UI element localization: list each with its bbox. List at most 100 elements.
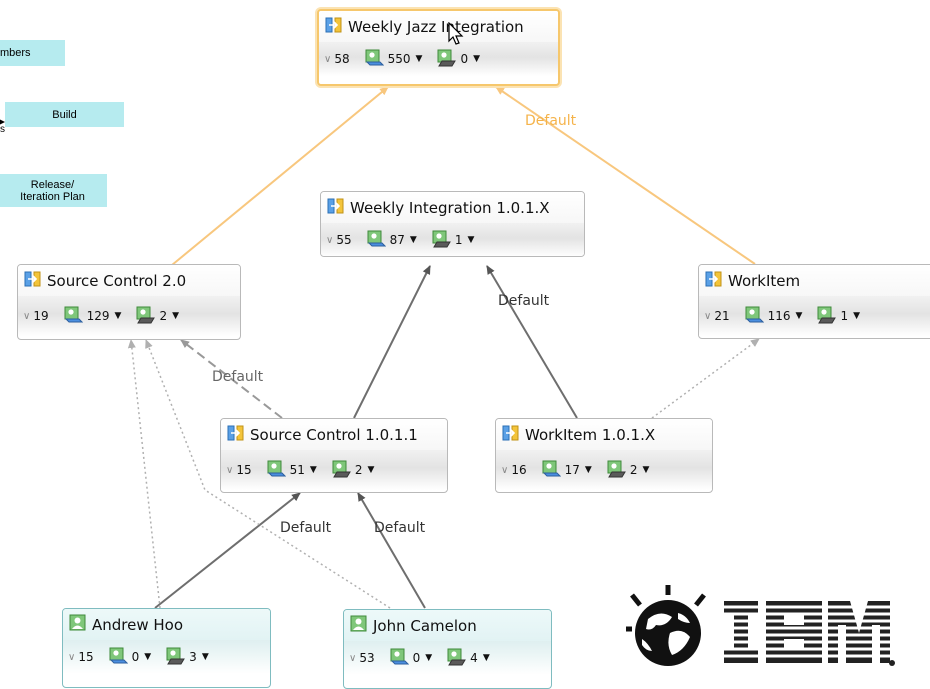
outgoing-changes-button[interactable]: 2▼: [606, 460, 650, 481]
incoming-changes-button[interactable]: 51 ▼: [266, 460, 317, 481]
incoming-changes-button[interactable]: 129 ▼: [63, 306, 122, 327]
outgoing-changes-icon: [436, 49, 457, 70]
dropdown-arrow-icon[interactable]: ▼: [309, 465, 317, 475]
outgoing-count: 2: [159, 309, 168, 323]
dropdown-arrow-icon[interactable]: ▼: [172, 311, 179, 321]
dropdown-arrow-icon[interactable]: ▼: [853, 311, 860, 321]
dropdown-arrow-icon[interactable]: ▼: [201, 652, 209, 662]
legend-release-plan-label: Release/ Iteration Plan: [20, 178, 85, 203]
incoming-changes-icon: [364, 49, 384, 70]
outgoing-changes-button[interactable]: 2▼: [331, 460, 375, 481]
stream-icon: [327, 197, 345, 219]
incoming-changes-button[interactable]: 550▼: [364, 49, 423, 70]
ibm-logo: [624, 585, 896, 674]
edge-label-john-to-sc1011: Default: [374, 520, 426, 536]
outgoing-changes-button[interactable]: 1▼: [816, 306, 860, 327]
legend-fragment: s: [0, 124, 5, 135]
incoming-changes-icon: [63, 306, 83, 327]
node-count: 16: [511, 463, 527, 477]
node-weekly-jazz-integration[interactable]: Weekly Jazz Integration ∨58 550▼ 0▼: [317, 9, 560, 86]
node-workitem[interactable]: WorkItem ∨21 116▼ 1▼: [698, 264, 930, 339]
chevron-collapse-icon[interactable]: ∨: [226, 464, 234, 476]
outgoing-changes-icon: [446, 648, 467, 669]
outgoing-count: 4: [470, 651, 478, 665]
outgoing-changes-icon: [331, 460, 351, 481]
dropdown-arrow-icon[interactable]: ▼: [473, 54, 480, 64]
node-title: WorkItem: [728, 271, 801, 290]
stream-icon: [24, 270, 42, 292]
incoming-changes-icon: [108, 647, 128, 668]
edge-sc1011-to-sc20: [180, 339, 283, 419]
dropdown-arrow-icon[interactable]: ▼: [795, 311, 803, 321]
incoming-changes-button[interactable]: 0▼: [108, 647, 152, 668]
dropdown-arrow-icon[interactable]: ▼: [367, 465, 375, 475]
incoming-count: 51: [289, 463, 305, 477]
outgoing-changes-icon: [135, 306, 156, 327]
dropdown-arrow-icon[interactable]: ▼: [409, 235, 417, 245]
edge-andrew-to-sc20: [127, 339, 161, 609]
legend-arrow-icon: [0, 110, 5, 125]
edge-sc20-to-jazz: [171, 86, 389, 266]
edge-john-to-sc20: [145, 339, 391, 609]
outgoing-changes-button[interactable]: 0▼: [436, 49, 480, 70]
dropdown-arrow-icon[interactable]: ▼: [144, 652, 152, 662]
edge-label-sc1011-to-sc20: Default: [212, 369, 264, 385]
edge-workitem-to-jazz: [495, 86, 756, 265]
dropdown-arrow-icon[interactable]: ▼: [415, 54, 423, 64]
chevron-collapse-icon[interactable]: ∨: [68, 651, 76, 663]
outgoing-count: 2: [354, 463, 363, 477]
outgoing-count: 3: [189, 650, 197, 664]
outgoing-changes-button[interactable]: 1▼: [431, 230, 475, 251]
edge-label-workitem101x-to-weekly: Default: [498, 293, 550, 309]
incoming-changes-icon: [389, 648, 409, 669]
node-weekly-integration-101x[interactable]: Weekly Integration 1.0.1.X ∨55 87▼ 1▼: [320, 191, 585, 257]
outgoing-changes-icon: [165, 647, 186, 668]
edge-workitem101x-to-weekly: [486, 265, 578, 419]
legend-members-label: mbers: [0, 47, 31, 59]
incoming-changes-button[interactable]: 0▼: [389, 648, 433, 669]
stream-icon: [502, 424, 520, 446]
incoming-changes-button[interactable]: 116▼: [744, 306, 803, 327]
outgoing-changes-button[interactable]: 3▼: [165, 647, 209, 668]
incoming-changes-button[interactable]: 87▼: [366, 230, 417, 251]
node-title: WorkItem 1.0.1.X: [525, 425, 656, 444]
outgoing-count: 1: [454, 233, 463, 247]
incoming-changes-button[interactable]: 17▼: [541, 460, 592, 481]
legend-release-plan: Release/ Iteration Plan: [0, 174, 107, 207]
node-andrew-hoo[interactable]: Andrew Hoo ∨15 0▼ 3▼: [62, 608, 271, 688]
chevron-collapse-icon[interactable]: ∨: [704, 310, 712, 322]
dropdown-arrow-icon[interactable]: ▼: [467, 235, 475, 245]
outgoing-changes-button[interactable]: 2▼: [135, 306, 179, 327]
node-count: 15: [236, 463, 252, 477]
node-source-control-20[interactable]: Source Control 2.0 ∨19 129▼ 2▼: [17, 264, 241, 340]
outgoing-changes-button[interactable]: 4▼: [446, 648, 490, 669]
node-workitem-101x[interactable]: WorkItem 1.0.1.X ∨16 17▼ 2▼: [495, 418, 713, 493]
node-john-camelon[interactable]: John Camelon ∨53 0▼ 4▼: [343, 609, 552, 689]
dropdown-arrow-icon[interactable]: ▼: [425, 653, 433, 663]
chevron-collapse-icon[interactable]: ∨: [349, 652, 357, 664]
incoming-changes-icon: [266, 460, 286, 481]
dropdown-arrow-icon[interactable]: ▼: [642, 465, 650, 475]
outgoing-count: 0: [460, 52, 469, 66]
legend-members: mbers: [0, 40, 65, 66]
dropdown-arrow-icon[interactable]: ▼: [482, 653, 490, 663]
chevron-collapse-icon[interactable]: ∨: [326, 234, 334, 246]
user-icon: [350, 615, 368, 637]
chevron-collapse-icon[interactable]: ∨: [501, 464, 509, 476]
chevron-collapse-icon[interactable]: ∨: [23, 310, 31, 322]
dropdown-arrow-icon[interactable]: ▼: [584, 465, 592, 475]
user-icon: [69, 614, 87, 636]
node-count: 21: [714, 309, 730, 323]
chevron-collapse-icon[interactable]: ∨: [324, 53, 332, 65]
edge-label-andrew-to-sc1011: Default: [280, 520, 332, 536]
incoming-count: 129: [86, 309, 110, 323]
node-count: 15: [78, 650, 94, 664]
stream-icon: [325, 16, 343, 38]
incoming-changes-icon: [744, 306, 764, 327]
dropdown-arrow-icon[interactable]: ▼: [114, 311, 122, 321]
edge-label-workitem-to-jazz: Default: [525, 113, 577, 129]
node-source-control-1011[interactable]: Source Control 1.0.1.1 ∨15 51▼ 2▼: [220, 418, 448, 493]
mouse-pointer-icon: [448, 21, 464, 50]
incoming-changes-icon: [366, 230, 386, 251]
